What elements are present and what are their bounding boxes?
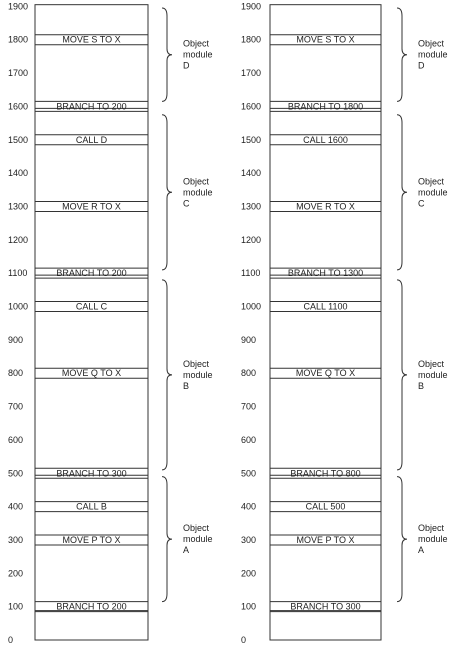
module-label: C bbox=[183, 198, 190, 208]
address-label: 1600 bbox=[8, 101, 28, 111]
brace-icon bbox=[396, 476, 408, 603]
module-label: Object bbox=[183, 359, 210, 369]
module-label: A bbox=[418, 545, 424, 555]
address-label: 200 bbox=[241, 568, 256, 578]
address-label: 100 bbox=[241, 602, 256, 612]
instruction-text: CALL 1600 bbox=[303, 135, 348, 145]
instruction-text: MOVE R TO X bbox=[296, 201, 355, 211]
address-label: 700 bbox=[8, 402, 23, 412]
module-label: module bbox=[183, 370, 213, 380]
instruction-text: BRANCH TO 300 bbox=[290, 602, 360, 612]
module-label: Object bbox=[418, 523, 445, 533]
address-label: 1400 bbox=[241, 168, 261, 178]
address-label: 800 bbox=[8, 368, 23, 378]
module-label: module bbox=[183, 534, 213, 544]
module-label: D bbox=[183, 61, 190, 71]
address-label: 500 bbox=[8, 468, 23, 478]
address-label: 1800 bbox=[241, 35, 261, 45]
instruction-text: CALL 1100 bbox=[303, 302, 347, 312]
module-label: Object bbox=[183, 176, 210, 186]
address-label: 1500 bbox=[8, 135, 28, 145]
address-label: 200 bbox=[8, 568, 23, 578]
module-label: module bbox=[418, 187, 448, 197]
memory-column-1: 1900180017001600150014001300120011001000… bbox=[8, 1, 213, 645]
address-label: 1900 bbox=[8, 1, 28, 11]
brace-icon bbox=[396, 7, 408, 102]
address-label: 1700 bbox=[241, 68, 261, 78]
instruction-text: MOVE P TO X bbox=[296, 535, 354, 545]
module-label: module bbox=[183, 50, 213, 60]
address-label: 1400 bbox=[8, 168, 28, 178]
address-label: 1300 bbox=[241, 201, 261, 211]
brace-icon bbox=[161, 476, 173, 603]
address-label: 400 bbox=[8, 502, 23, 512]
address-label: 400 bbox=[241, 502, 256, 512]
instruction-text: MOVE R TO X bbox=[62, 201, 121, 211]
address-label: 800 bbox=[241, 368, 256, 378]
brace-icon bbox=[161, 279, 173, 471]
instruction-text: BRANCH TO 200 bbox=[56, 101, 126, 111]
address-label: 1800 bbox=[8, 35, 28, 45]
address-label: 0 bbox=[8, 635, 13, 645]
address-label: 900 bbox=[241, 335, 256, 345]
address-label: 1300 bbox=[8, 201, 28, 211]
module-label: module bbox=[418, 534, 448, 544]
instruction-text: CALL B bbox=[76, 502, 107, 512]
address-label: 600 bbox=[241, 435, 256, 445]
address-label: 900 bbox=[8, 335, 23, 345]
module-label: Object bbox=[183, 39, 210, 49]
instruction-text: BRANCH TO 1800 bbox=[288, 101, 363, 111]
address-label: 1700 bbox=[8, 68, 28, 78]
address-label: 1000 bbox=[8, 302, 28, 312]
address-label: 500 bbox=[241, 468, 256, 478]
brace-icon bbox=[396, 279, 408, 471]
memory-column-2: 1900180017001600150014001300120011001000… bbox=[241, 1, 448, 645]
memory-block bbox=[269, 4, 382, 641]
module-label: B bbox=[418, 381, 424, 391]
address-label: 600 bbox=[8, 435, 23, 445]
address-label: 1600 bbox=[241, 101, 261, 111]
brace-icon bbox=[161, 114, 173, 271]
module-label: D bbox=[418, 61, 425, 71]
instruction-text: BRANCH TO 300 bbox=[56, 468, 126, 478]
instruction-text: BRANCH TO 200 bbox=[56, 602, 126, 612]
instruction-text: MOVE S TO X bbox=[296, 35, 354, 45]
module-label: Object bbox=[183, 523, 210, 533]
address-label: 300 bbox=[8, 535, 23, 545]
instruction-text: CALL C bbox=[76, 302, 108, 312]
instruction-text: BRANCH TO 800 bbox=[290, 468, 360, 478]
address-label: 0 bbox=[241, 635, 246, 645]
address-label: 1500 bbox=[241, 135, 261, 145]
address-label: 1200 bbox=[8, 235, 28, 245]
module-label: C bbox=[418, 198, 425, 208]
instruction-text: BRANCH TO 200 bbox=[56, 268, 126, 278]
memory-block bbox=[34, 4, 149, 641]
module-label: module bbox=[183, 187, 213, 197]
address-label: 100 bbox=[8, 602, 23, 612]
address-label: 700 bbox=[241, 402, 256, 412]
brace-icon bbox=[161, 7, 173, 102]
address-label: 1900 bbox=[241, 1, 261, 11]
module-label: Object bbox=[418, 176, 445, 186]
instruction-text: MOVE P TO X bbox=[62, 535, 120, 545]
instruction-text: MOVE S TO X bbox=[62, 35, 120, 45]
address-label: 300 bbox=[241, 535, 256, 545]
module-label: module bbox=[418, 370, 448, 380]
address-label: 1100 bbox=[241, 268, 260, 278]
instruction-text: CALL 500 bbox=[306, 502, 346, 512]
instruction-text: MOVE Q TO X bbox=[62, 368, 121, 378]
address-label: 1000 bbox=[241, 302, 261, 312]
instruction-text: MOVE Q TO X bbox=[296, 368, 355, 378]
instruction-text: CALL D bbox=[76, 135, 108, 145]
module-label: Object bbox=[418, 39, 445, 49]
module-label: module bbox=[418, 50, 448, 60]
address-label: 1200 bbox=[241, 235, 261, 245]
brace-icon bbox=[396, 114, 408, 271]
module-label: B bbox=[183, 381, 189, 391]
instruction-text: BRANCH TO 1300 bbox=[288, 268, 363, 278]
address-label: 1100 bbox=[8, 268, 27, 278]
module-label: Object bbox=[418, 359, 445, 369]
module-label: A bbox=[183, 545, 189, 555]
